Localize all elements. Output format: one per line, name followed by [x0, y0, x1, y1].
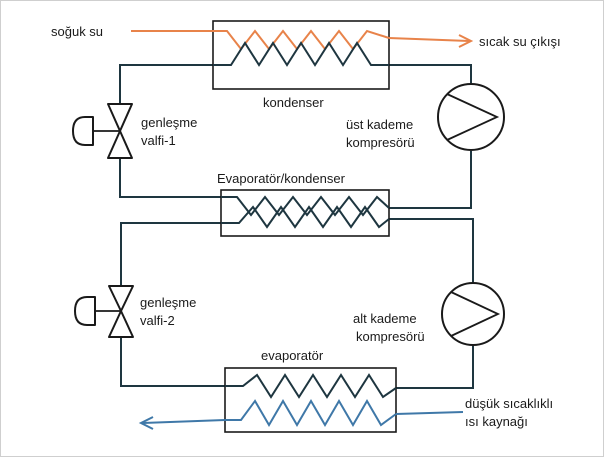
cascade-hx-label: Evaporatör/kondenser — [217, 171, 346, 186]
heat-source-outlet-line — [142, 419, 226, 424]
evaporator-label: evaporatör — [261, 348, 324, 363]
cascade-hx-upper-coil — [221, 195, 390, 217]
upper-loop-pipe — [119, 64, 472, 209]
cascade-hx-lower-coil — [221, 205, 390, 229]
high-stage-compressor — [437, 83, 505, 151]
heat-source-label-1: düşük sıcaklıklı — [465, 396, 553, 411]
low-stage-compressor-label-1: alt kademe — [353, 311, 417, 326]
expansion-valve-1-actuator — [72, 116, 94, 146]
heat-source-outlet-arrow — [138, 416, 154, 430]
heat-source-inlet-line — [395, 411, 464, 415]
evaporator-refrigerant-coil — [225, 373, 397, 399]
expansion-valve-1-label-2: valfi-1 — [141, 133, 176, 148]
low-stage-compressor — [441, 282, 505, 346]
cold-water-label: soğuk su — [51, 24, 103, 39]
high-stage-compressor-label-1: üst kademe — [346, 117, 413, 132]
evaporator-heat-source-coil — [225, 399, 397, 427]
expansion-valve-2-label-1: genleşme — [140, 295, 196, 310]
high-stage-compressor-symbol — [446, 93, 500, 141]
expansion-valve-1-label-1: genleşme — [141, 115, 197, 130]
expansion-valve-2-label-2: valfi-2 — [140, 313, 175, 328]
lower-loop-pipe — [120, 218, 474, 389]
low-stage-compressor-symbol — [450, 291, 501, 337]
expansion-valve-2-actuator — [74, 296, 96, 326]
hot-water-outlet-arrow — [458, 34, 474, 48]
low-stage-compressor-label-2: kompresörü — [356, 329, 425, 344]
expansion-valve-1-bottom — [107, 130, 133, 159]
expansion-valve-1-top — [107, 103, 133, 132]
expansion-valve-2-bottom — [108, 310, 134, 338]
condenser-refrigerant-coil — [213, 41, 389, 67]
high-stage-compressor-label-2: kompresörü — [346, 135, 415, 150]
heat-source-label-2: ısı kaynağı — [465, 414, 528, 429]
condenser-box — [212, 20, 390, 90]
hot-water-outlet-line — [388, 37, 470, 42]
condenser-label: kondenser — [263, 95, 324, 110]
hot-water-label: sıcak su çıkışı — [479, 34, 561, 49]
expansion-valve-2-top — [108, 285, 134, 312]
